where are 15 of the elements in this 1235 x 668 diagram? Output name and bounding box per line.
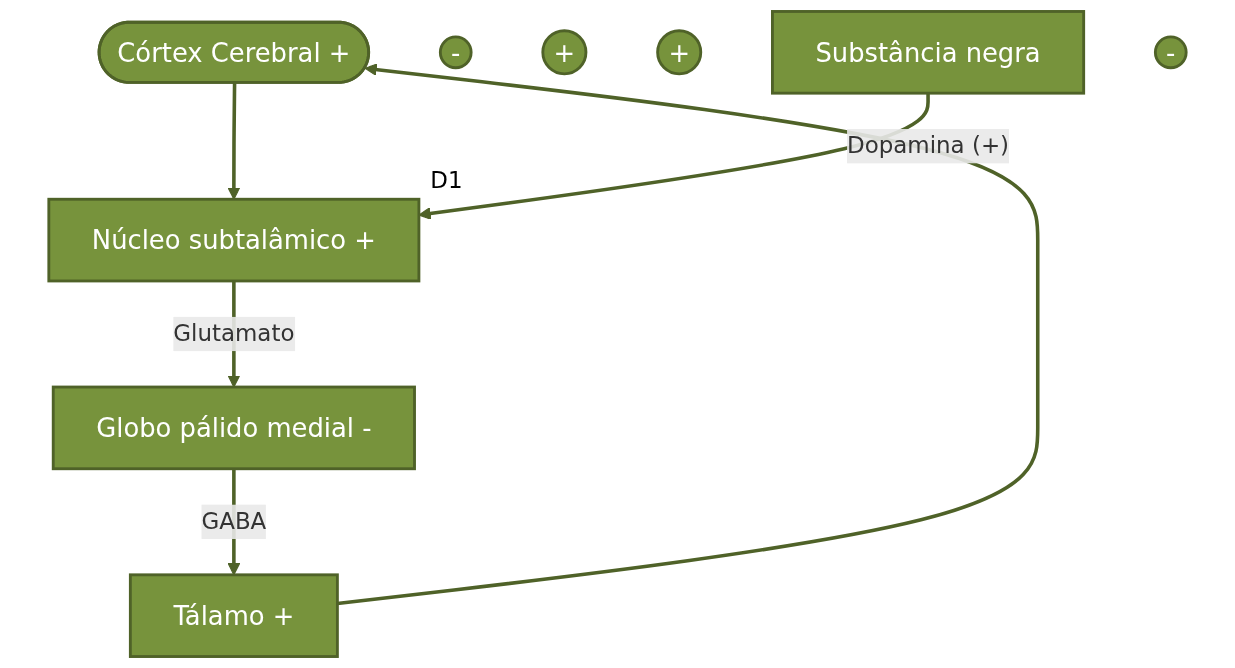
arrow xyxy=(418,93,930,220)
arrow xyxy=(227,83,241,200)
arrow xyxy=(337,63,1040,606)
node-box: Substância negra xyxy=(771,10,1086,95)
node-box: Globo pálido medial - xyxy=(51,385,416,471)
node-circle: + xyxy=(541,29,588,76)
edge-label: Glutamato xyxy=(173,319,295,347)
edge-label: Dopamina (+) xyxy=(847,131,1010,160)
edge-label: GABA xyxy=(201,507,267,535)
node-box: Tálamo + xyxy=(128,573,339,658)
node-box: Núcleo subtalâmico + xyxy=(47,197,421,283)
node-circle: + xyxy=(656,29,703,76)
node-circle: - xyxy=(1153,35,1188,70)
node-label: D1 xyxy=(430,166,463,193)
node-circle: - xyxy=(438,35,473,70)
